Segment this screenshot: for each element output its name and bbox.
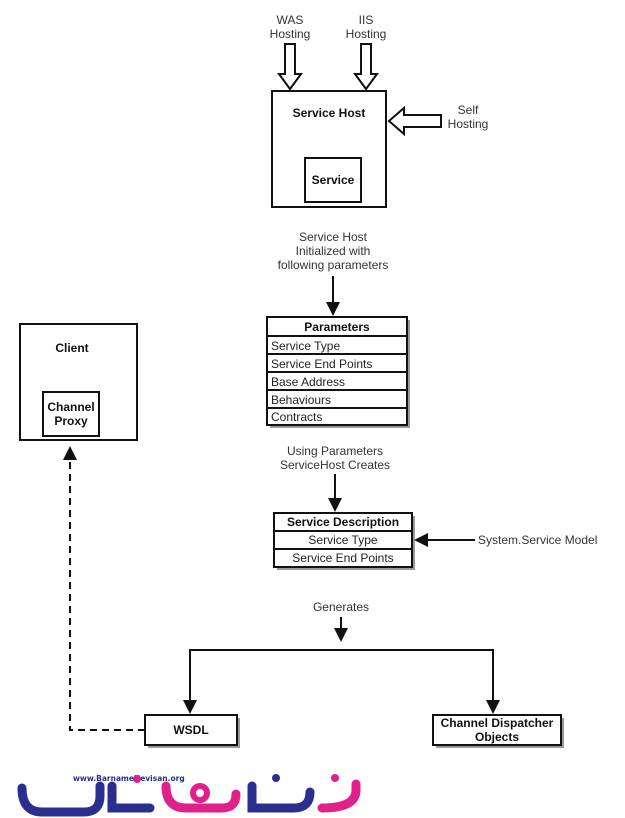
channel-proxy-label-line1: Channel: [47, 400, 94, 414]
service-description-row-service-end-points: Service End Points: [292, 551, 393, 565]
service-description-table: Service Description Service Type Service…: [273, 512, 415, 570]
parameters-table: Parameters Service Type Service End Poin…: [266, 316, 410, 428]
service-label: Service: [312, 173, 355, 187]
service-host-title: Service Host: [293, 106, 366, 120]
client-title: Client: [55, 341, 88, 355]
generates-arrowhead: [334, 628, 348, 642]
channel-proxy-label-line2: Proxy: [54, 414, 88, 428]
logo-url: www.BarnameNevisan.org: [73, 774, 185, 783]
using-arrowhead: [328, 498, 342, 512]
self-hosting-label-line1: Self: [458, 103, 479, 117]
iis-hosting-arrow: [353, 43, 379, 91]
logo-mark-4: [190, 783, 210, 803]
wsdl-label: WSDL: [173, 723, 208, 737]
channel-dispatcher-label-line1: Channel Dispatcher: [441, 716, 554, 730]
parameters-row-contracts: Contracts: [271, 410, 322, 424]
logo-mark-2: [107, 781, 155, 813]
service-description-box: [273, 512, 413, 568]
generates-label: Generates: [313, 600, 369, 614]
channel-proxy-box: [42, 391, 100, 437]
iis-hosting-label-line2: Hosting: [346, 27, 387, 41]
wsdl-to-client-dashed-connector: [69, 458, 145, 731]
self-hosting-arrow: [387, 105, 442, 137]
parameters-row-base-address: Base Address: [271, 375, 345, 389]
channel-dispatcher-label-line2: Objects: [475, 730, 519, 744]
parameters-row-behaviours: Behaviours: [271, 393, 331, 407]
init-arrowhead: [326, 302, 340, 316]
using-label-line1: Using Parameters: [287, 444, 383, 458]
logo-mark-6: [317, 779, 361, 813]
logo-dot-1: [133, 775, 141, 783]
service-description-row-service-type: Service Type: [308, 533, 377, 547]
logo-dot-2: [272, 774, 280, 782]
parameters-row-service-end-points: Service End Points: [271, 357, 372, 371]
barnamenevisan-logo: www.BarnameNevisan.org: [17, 774, 361, 817]
logo-mark-1: [17, 781, 105, 817]
logo-mark-5: [247, 781, 315, 813]
service-description-title: Service Description: [287, 515, 399, 529]
iis-hosting-label-line1: IIS: [359, 13, 374, 27]
self-hosting-label-line2: Hosting: [448, 117, 489, 131]
init-label-line1: Service Host: [299, 230, 368, 244]
channel-dispatcher-arrowhead: [486, 700, 500, 714]
channel-dispatcher-box: [432, 714, 562, 746]
logo-mark-3: [161, 781, 241, 813]
parameters-row-service-type: Service Type: [271, 339, 340, 353]
was-hosting-label-line2: Hosting: [270, 27, 311, 41]
was-hosting-arrow: [277, 43, 303, 91]
service-box: [304, 157, 362, 203]
system-service-model-label: System.Service Model: [478, 533, 597, 547]
client-arrowhead: [63, 446, 77, 460]
init-label-line3: following parameters: [278, 258, 389, 272]
using-label-line2: ServiceHost Creates: [280, 458, 390, 472]
parameters-title: Parameters: [304, 320, 370, 334]
wsdl-arrowhead: [183, 700, 197, 714]
was-hosting-label-line1: WAS: [277, 13, 304, 27]
system-service-model-arrowhead: [414, 533, 428, 547]
logo-dot-3: [331, 774, 339, 782]
init-label-line2: Initialized with: [296, 244, 371, 258]
